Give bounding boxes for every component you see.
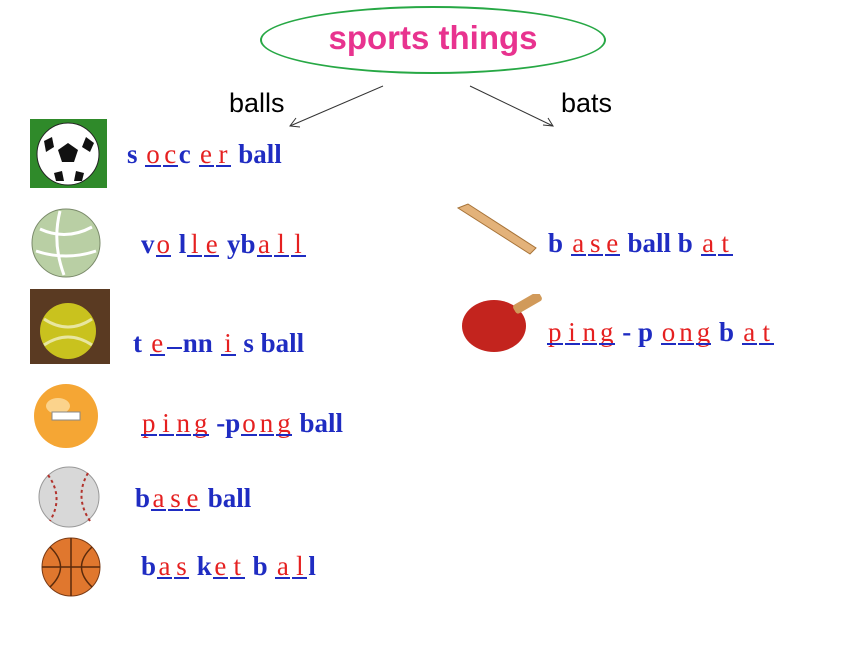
answer-letter: s — [167, 482, 184, 514]
category-balls: balls — [229, 88, 285, 118]
answer-letter: t — [717, 227, 734, 259]
answer-letter: t — [229, 550, 246, 582]
word-text: b — [712, 317, 741, 347]
answer-letter: r — [215, 138, 232, 170]
word-text: s — [127, 139, 145, 169]
baseball-bat-icon — [456, 203, 537, 255]
answer-letter: g — [598, 317, 615, 347]
answer-letter: i — [564, 316, 581, 348]
word-text: ball — [231, 139, 282, 169]
answer-letter: a — [150, 482, 167, 514]
word-text: v — [141, 229, 155, 259]
category-bats: bats — [561, 88, 613, 118]
answer-letter: l — [290, 228, 307, 260]
soccer-ball-icon — [30, 119, 107, 188]
word-text: b — [135, 483, 151, 513]
answer-letter: i — [220, 327, 237, 359]
word-text: s ball — [236, 328, 305, 358]
answer-letter: o — [145, 139, 161, 169]
answer-letter: t — [758, 316, 775, 348]
word-text: n — [197, 328, 220, 358]
answer-letter: l — [273, 228, 290, 260]
word-text: l — [308, 551, 316, 581]
answer-letter: g — [695, 317, 711, 347]
answer-letter: g — [192, 408, 209, 438]
title-oval — [260, 6, 606, 74]
answer-letter: c — [162, 138, 179, 170]
word-text: c — [178, 139, 198, 169]
baseball-icon — [38, 466, 100, 528]
answer-letter: p — [546, 317, 563, 347]
page-title: sports things — [328, 19, 538, 56]
answer-letter: n — [175, 408, 191, 438]
answer-letter: s — [587, 227, 604, 259]
answer-letter: n — [678, 317, 694, 347]
word-text: yb — [220, 229, 256, 259]
word-text: -p — [209, 408, 241, 438]
word-text: ball b — [620, 228, 700, 258]
answer-letter: g — [276, 408, 292, 438]
answer-letter: a — [156, 550, 173, 582]
answer-letter: e — [198, 138, 215, 170]
answer-letter: a — [741, 316, 758, 348]
word-text: n — [182, 328, 198, 358]
answer-letter: a — [274, 550, 291, 582]
answer-letter: n — [581, 317, 597, 347]
answer-letter: l — [291, 550, 308, 582]
answer-letter: e — [604, 227, 621, 259]
answer-letter: s — [173, 550, 190, 582]
answer-letter: l — [186, 228, 203, 260]
answer-letter: e — [212, 550, 229, 582]
word-text: k — [190, 551, 212, 581]
word-text: b — [141, 551, 157, 581]
ping-pong-ball-icon — [34, 384, 98, 448]
basketball-icon — [41, 537, 101, 597]
word-text: - p — [615, 317, 660, 347]
word-text: ball — [201, 483, 252, 513]
answer-letter: n — [258, 408, 274, 438]
arrow-to-balls — [289, 85, 384, 127]
answer-letter: p — [140, 408, 157, 438]
word-text: t — [133, 328, 149, 358]
word-text: b — [245, 551, 275, 581]
answer-letter: o — [155, 229, 171, 259]
answer-letter: o — [660, 317, 676, 347]
answer-letter: a — [570, 227, 587, 259]
word-text: l — [172, 229, 187, 259]
answer-letter: o — [241, 408, 257, 438]
answer-letter: a — [256, 228, 273, 260]
answer-letter: a — [700, 227, 717, 259]
word-text: b — [548, 228, 570, 258]
answer-letter: e — [149, 327, 166, 359]
ping-pong-bat-icon — [462, 294, 542, 352]
word-text: ball — [292, 408, 344, 438]
volleyball-icon — [31, 208, 101, 278]
answer-letter: e — [184, 482, 201, 514]
answer-letter: i — [158, 407, 175, 439]
arrow-to-bats — [469, 85, 554, 127]
answer-letter: e — [203, 228, 220, 260]
tennis-ball-icon — [30, 289, 110, 364]
